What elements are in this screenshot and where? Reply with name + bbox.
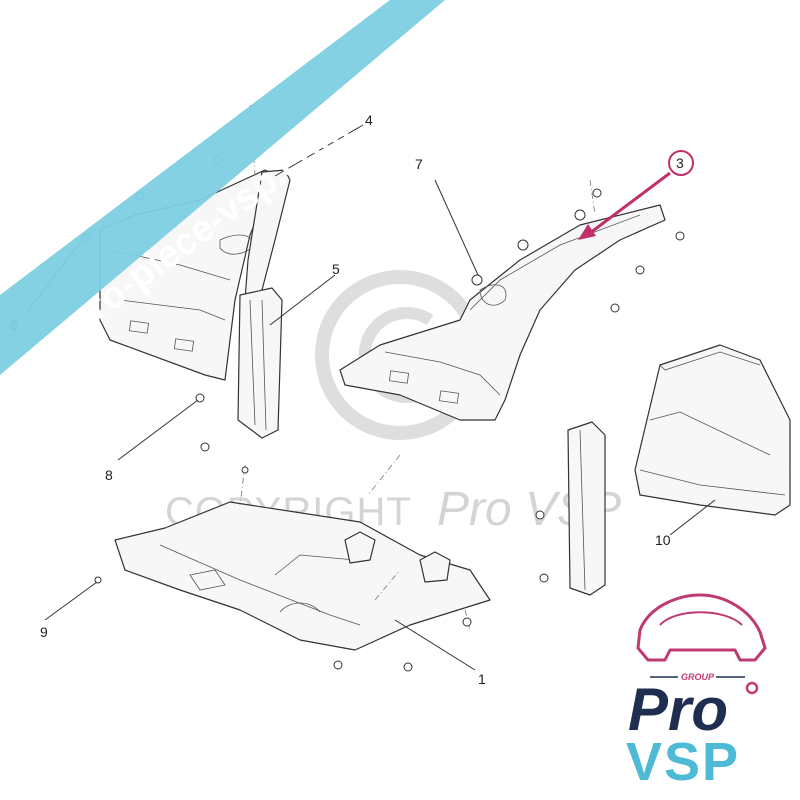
highlight-callout-3: 3 [578, 150, 694, 240]
screw-icon [200, 442, 210, 452]
screw-icon [333, 660, 343, 670]
callout-1: 1 [478, 671, 486, 687]
screw-icon [675, 231, 685, 241]
pro-vsp-logo: GROUP Pro VSP [626, 593, 767, 792]
screw-icon [462, 617, 472, 627]
screw-icon [94, 576, 102, 584]
screw-icon [635, 265, 645, 275]
callout-8: 8 [105, 467, 113, 483]
callout-3: 3 [676, 155, 684, 171]
callout-5: 5 [332, 261, 340, 277]
screw-icon [592, 188, 602, 198]
screw-icon [539, 573, 549, 583]
highlight-arrow-shaft [589, 171, 671, 235]
part-right-trim-strip [567, 421, 606, 596]
highlight-arrow-head-icon [578, 224, 596, 240]
part-1-undertray [114, 501, 491, 651]
screw-icon [610, 303, 620, 313]
car-silhouette-icon [636, 593, 767, 662]
banner-ribbon [0, 0, 445, 375]
callout-10: 10 [655, 532, 671, 548]
screw-icon [535, 510, 545, 520]
part-5-trim-strip [237, 287, 283, 439]
screw-icon [403, 662, 413, 672]
nut-icon [574, 209, 586, 221]
callout-9: 9 [40, 624, 48, 640]
logo-group-text: GROUP [681, 672, 715, 682]
car-windshield-icon [659, 611, 743, 626]
logo-pro-text: Pro [628, 676, 728, 743]
screw-icon [241, 466, 249, 474]
part-10-box-liner [634, 344, 791, 516]
nut-icon [471, 274, 483, 286]
highlight-circle [668, 150, 694, 176]
nut-icon [517, 239, 529, 251]
callout-4: 4 [365, 112, 373, 128]
part-3-wheel-arch-liner [339, 204, 666, 421]
logo-vsp-text: VSP [626, 732, 740, 792]
logo-hex-dot-icon [745, 681, 759, 695]
callout-7: 7 [415, 156, 423, 172]
